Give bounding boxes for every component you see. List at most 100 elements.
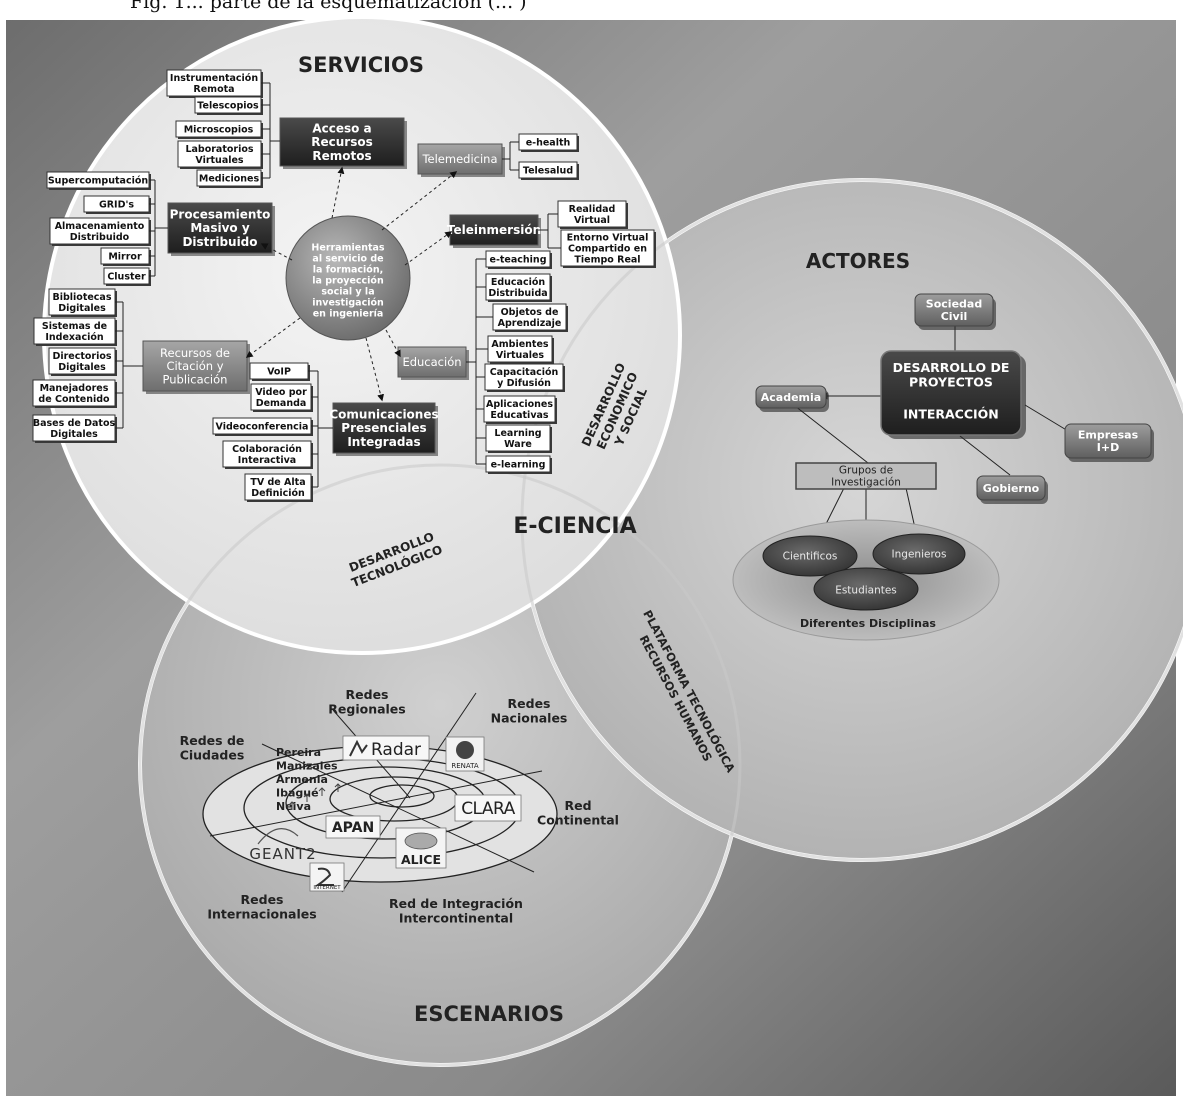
- arrow-to-comunicaciones: [365, 337, 384, 402]
- label-line: Estudiantes: [835, 585, 897, 597]
- label-line: Microscopios: [184, 124, 254, 135]
- gobierno-link: [959, 435, 1011, 476]
- label-line: Educación: [491, 277, 546, 288]
- label-line: Academia: [761, 391, 821, 404]
- label-line: Cluster: [107, 271, 146, 282]
- academia-node: [755, 385, 827, 409]
- label-line: Citación y: [166, 359, 223, 373]
- ring-arrow: [303, 793, 311, 802]
- label-line: Remota: [193, 84, 234, 95]
- comunicaciones-leaf: [250, 383, 312, 411]
- actores-title: ACTORES: [806, 249, 910, 273]
- label-line: Mediciones: [199, 173, 260, 184]
- sociedad-civil-node: [914, 293, 994, 327]
- label-line: Distribuido: [70, 232, 130, 243]
- clara-logo-box: [454, 794, 522, 822]
- educacion-leaf: [485, 273, 551, 301]
- label-line: Presenciales: [341, 421, 426, 435]
- acceso-leaf-label: Mediciones: [199, 173, 260, 184]
- ring-arrow: [334, 783, 342, 792]
- label-line: en ingeniería: [313, 308, 384, 319]
- label-line: Civil: [941, 310, 968, 323]
- label-line: de Contenido: [38, 394, 110, 405]
- label-line: y Difusión: [497, 378, 551, 389]
- telemedicina-leaf-label: e-health: [526, 137, 571, 148]
- label-line: Capacitación: [490, 367, 559, 378]
- estudiantes-ellipse: [813, 567, 919, 611]
- educacion-leaf-label: e-learning: [491, 459, 546, 470]
- educacion-leaf: [483, 395, 556, 423]
- divider-line: [209, 770, 543, 837]
- acceso-leaf-label: Telescopios: [197, 100, 259, 111]
- desarrollo-node-subtitle: INTERACCIÓN: [903, 406, 999, 421]
- label-line: Sociedad: [926, 298, 982, 311]
- label-line: Manizales: [276, 759, 338, 772]
- acceso-leaf: [177, 140, 262, 168]
- label-line: GRID's: [99, 199, 134, 210]
- label-line: Directorios: [52, 351, 111, 362]
- label-line: Intercontinental: [399, 911, 513, 926]
- label-line: e-learning: [491, 459, 546, 470]
- label-line: al servicio de: [312, 253, 383, 264]
- escenarios-title: ESCENARIOS: [414, 1002, 564, 1026]
- label-line: DESARROLLO DE: [893, 360, 1010, 375]
- label-line: Redes: [241, 892, 284, 907]
- comunicaciones-box: [332, 402, 436, 454]
- recursos-citacion-leaf: [48, 347, 116, 375]
- label-line: Educación: [402, 355, 461, 369]
- clara-logo: CLARA: [461, 799, 515, 819]
- cientificos-ellipse: [762, 535, 858, 577]
- label-line: Ware: [504, 439, 532, 450]
- acceso-box: [279, 117, 405, 167]
- actores-overlap-arc: [520, 178, 1183, 862]
- comunicaciones-leaf-label: VoIP: [267, 366, 291, 377]
- divider-line: [341, 692, 477, 893]
- label-line: Mirror: [108, 251, 142, 262]
- label-line: Educativas: [490, 410, 548, 421]
- label-line: Almacenamiento: [55, 221, 145, 232]
- label-line: Indexación: [45, 332, 103, 343]
- label-line: la formación,: [313, 264, 383, 275]
- radar-logo-mark: [349, 739, 368, 757]
- label-line: Aprendizaje: [498, 318, 562, 329]
- ingenieros-label: Ingenieros: [892, 549, 947, 561]
- label-line: social y la: [321, 286, 374, 297]
- center-node-sphere: [285, 215, 411, 341]
- empresas-node: [1064, 423, 1152, 459]
- label-line: Investigación: [831, 477, 901, 489]
- arrow-to-acceso: [331, 166, 345, 219]
- label-line: Herramientas: [311, 242, 384, 253]
- label-line: Digitales: [50, 429, 98, 440]
- label-line: INTERACCIÓN: [903, 406, 999, 421]
- label-line: VoIP: [267, 366, 291, 377]
- label-line: Empresas: [1078, 429, 1139, 442]
- internet2-logo-mark: [314, 867, 334, 886]
- label-line: Regionales: [328, 702, 405, 717]
- label-line: Manejadores: [40, 383, 109, 394]
- gobierno-node-label: Gobierno: [983, 482, 1040, 495]
- label-line: Redes: [508, 696, 551, 711]
- procesamiento-leaf-label: Supercomputación: [48, 175, 149, 186]
- label-line: Teleinmersión: [447, 223, 541, 237]
- label-line: Procesamiento: [170, 207, 271, 221]
- label-line: Realidad: [569, 204, 616, 215]
- cientificos-label: Cientificos: [783, 551, 838, 563]
- label-line: Virtuales: [195, 155, 244, 166]
- telemedicina-box: [417, 143, 503, 175]
- ingenieros-ellipse: [872, 533, 966, 575]
- disciplinas-label: Diferentes Disciplinas: [800, 617, 936, 630]
- recursos-citacion-leaf: [33, 317, 116, 345]
